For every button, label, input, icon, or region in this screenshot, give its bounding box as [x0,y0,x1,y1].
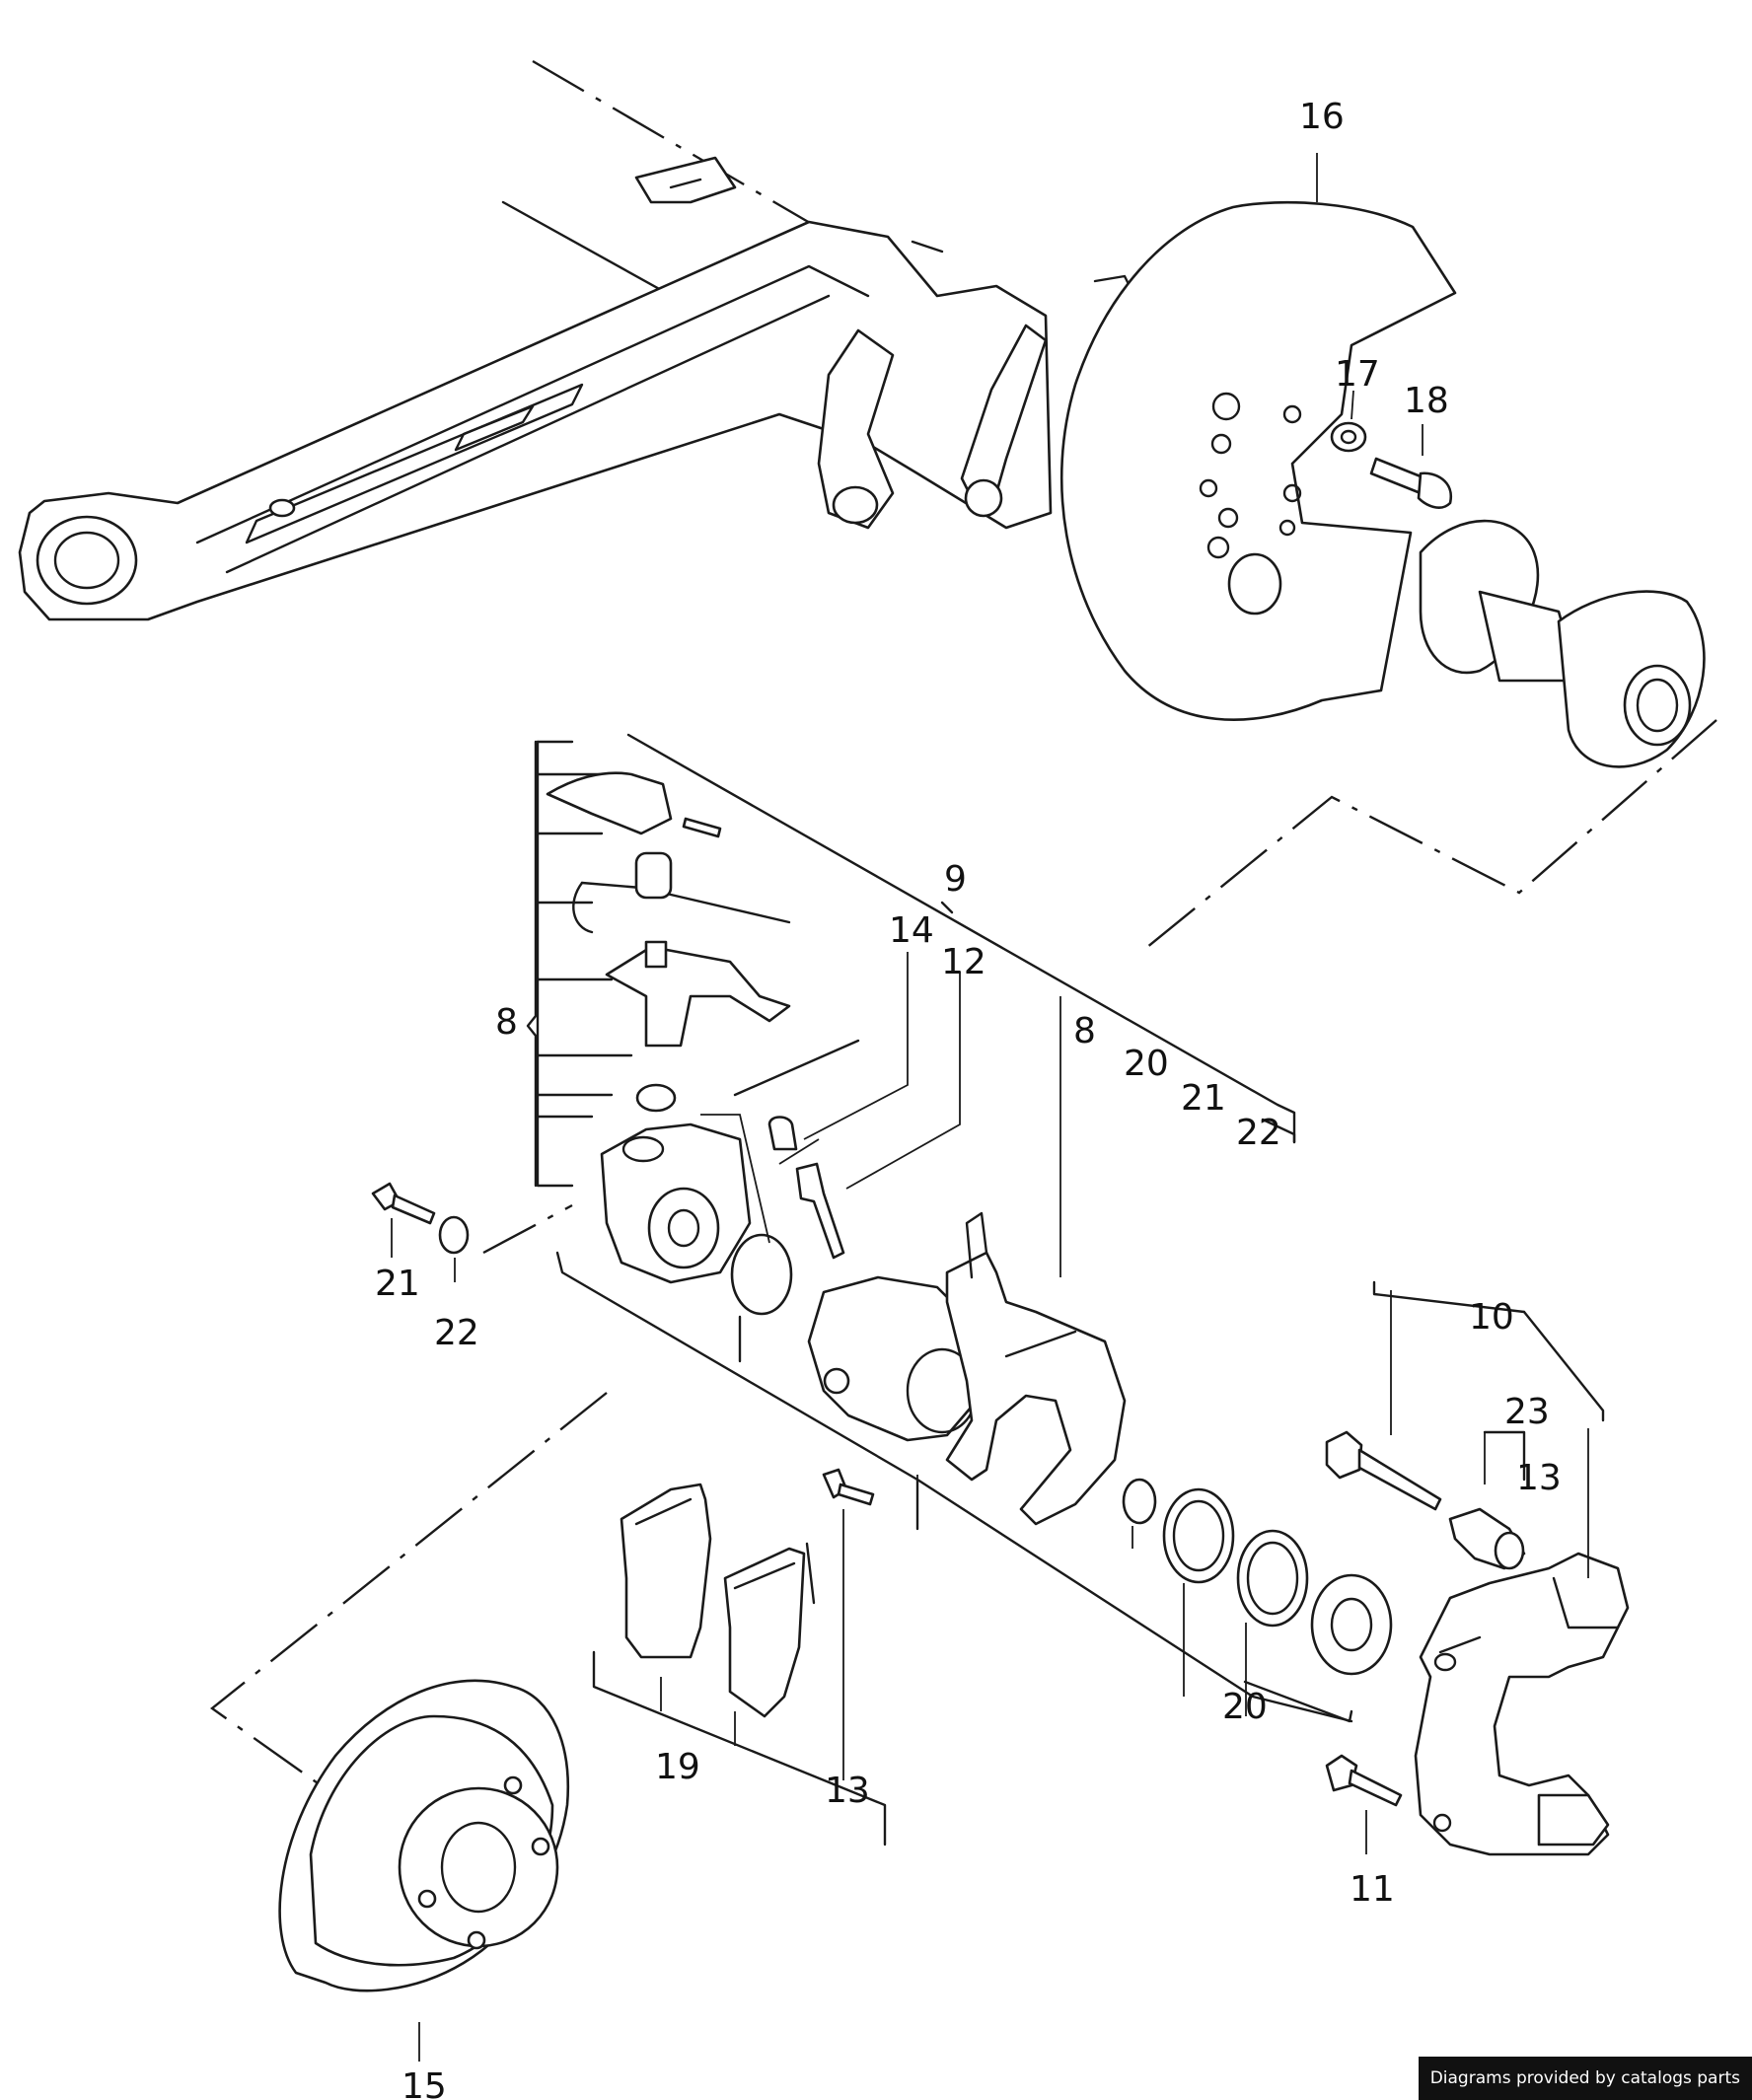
bolt-11 [1325,1754,1403,1807]
callout-8-left: 8 [495,1002,518,1043]
callout-21-upper: 21 [1181,1078,1226,1119]
dust-boot [1310,1573,1393,1676]
leader-lines [391,153,1605,2062]
callout-16: 16 [1299,97,1345,137]
callout-13-right: 13 [1516,1458,1562,1498]
callout-22-lower: 22 [434,1313,479,1353]
callout-14: 14 [889,910,934,951]
bleed-cap-14 [767,1116,798,1151]
callout-8-right: 8 [1073,1011,1096,1051]
callout-13-lower: 13 [825,1771,870,1811]
credit-badge: Diagrams provided by catalogs parts [1418,2057,1752,2100]
wheel-hub [1419,519,1706,768]
callout-labels: 16 17 18 9 14 12 8 8 20 21 22 21 22 10 2… [375,97,1562,2100]
callout-21-lower: 21 [375,1264,420,1304]
brake-disc [278,1679,570,1992]
brake-pads [620,1483,816,1718]
o-ring [730,1233,793,1316]
caliper-body [807,1211,1127,1526]
callout-20-lower: 20 [1222,1687,1268,1727]
bolt-13-lower [822,1468,875,1506]
caliper-piston-housing [600,1122,752,1284]
washer-22 [438,1215,470,1255]
guide-bolt [1325,1430,1442,1511]
callout-9: 9 [944,859,967,900]
small-o-ring [1122,1478,1157,1525]
callout-12: 12 [941,942,986,982]
callout-15: 15 [402,2066,447,2100]
backing-plate [1059,200,1457,721]
callout-18: 18 [1404,381,1449,421]
callout-22-upper: 22 [1236,1113,1281,1153]
bolt-21 [371,1182,436,1225]
callout-17: 17 [1335,354,1380,395]
axle-beam [18,59,1136,621]
washer-17 [1330,421,1367,453]
caliper-carrier [1414,1552,1630,1856]
bleed-screw-12 [795,1162,845,1260]
callout-11: 11 [1350,1869,1395,1910]
callout-20-upper: 20 [1124,1044,1169,1084]
handbrake-group [536,740,860,1188]
hub-leader-line [1140,719,1717,953]
callout-19: 19 [655,1747,700,1787]
bolt-18 [1369,457,1453,509]
guide-boot [1448,1507,1526,1570]
callout-23: 23 [1504,1392,1550,1432]
callout-10: 10 [1469,1297,1514,1338]
seal-ring [1162,1487,1235,1584]
seal-ring-2 [1236,1529,1309,1628]
